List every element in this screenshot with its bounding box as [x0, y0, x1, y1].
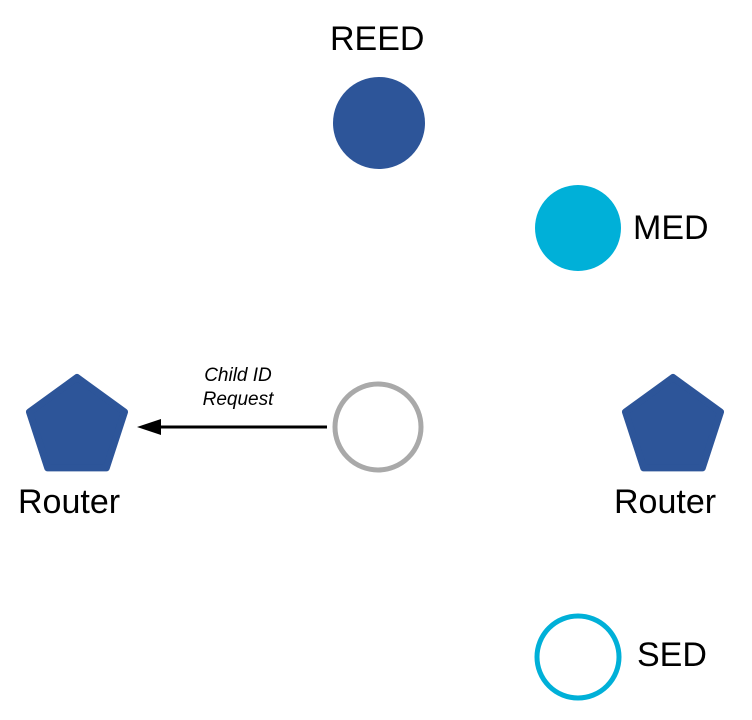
node-joiner-circle[interactable] — [332, 381, 424, 473]
node-label-reed: REED — [330, 20, 425, 58]
node-reed-circle[interactable] — [333, 77, 425, 169]
node-label-router-right: Router — [614, 483, 717, 521]
node-router-right-pentagon[interactable] — [622, 374, 724, 472]
edge-label-child-id-request: Child ID Request — [180, 364, 296, 412]
edge-child-id-request-arrowhead — [137, 419, 161, 435]
node-med-circle[interactable] — [535, 185, 621, 271]
edge-label-line-1: Child ID — [204, 365, 272, 386]
node-label-sed: SED — [637, 636, 707, 674]
node-label-router-left: Router — [18, 483, 121, 521]
node-router-left-pentagon[interactable] — [26, 374, 128, 472]
node-sed-circle[interactable] — [534, 613, 622, 701]
node-label-med: MED — [633, 209, 709, 247]
edge-label-line-2: Request — [202, 388, 274, 410]
